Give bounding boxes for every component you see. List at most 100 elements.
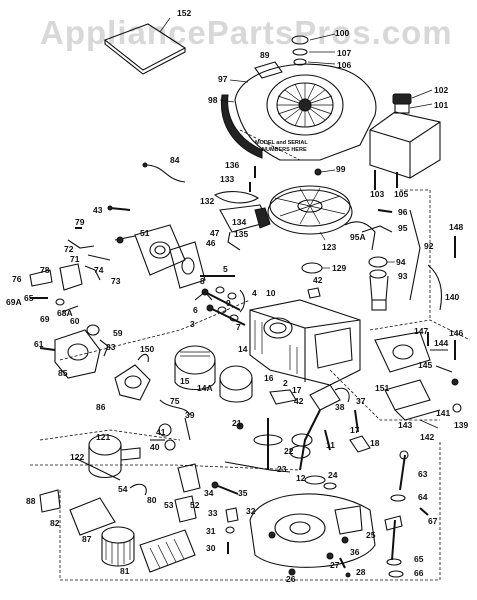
callout: 24 bbox=[328, 470, 338, 480]
callout: 14 bbox=[238, 344, 248, 354]
callout: 146 bbox=[449, 328, 463, 338]
callout: 17 bbox=[350, 425, 360, 435]
callout: 134 bbox=[232, 217, 246, 227]
callout: 15 bbox=[180, 376, 190, 386]
callout: 96 bbox=[398, 207, 408, 217]
callout: 89 bbox=[260, 50, 270, 60]
sump-oil-pan-25 bbox=[249, 493, 376, 568]
callout: 60 bbox=[70, 316, 80, 326]
seal-24 bbox=[323, 482, 337, 490]
callout: 10 bbox=[266, 288, 276, 298]
callout: 99 bbox=[336, 164, 346, 174]
callout: 103 bbox=[370, 189, 384, 199]
callout: 53 bbox=[164, 500, 174, 510]
callout: 41 bbox=[156, 427, 166, 437]
callout: 75 bbox=[170, 396, 180, 406]
callout: 43 bbox=[93, 205, 103, 215]
callout: 81 bbox=[120, 566, 130, 576]
fasteners-103-105 bbox=[374, 170, 398, 190]
callout: 28 bbox=[356, 567, 366, 577]
governor-linkage-39-41 bbox=[150, 399, 191, 451]
callout: 25 bbox=[366, 530, 376, 540]
callout: 72 bbox=[64, 244, 74, 254]
callout: 2 bbox=[283, 378, 288, 388]
callout: 54 bbox=[118, 484, 128, 494]
callout: 65 bbox=[414, 554, 424, 564]
key-42 bbox=[307, 287, 321, 299]
callout: 87 bbox=[82, 534, 92, 544]
callout: 61 bbox=[34, 339, 44, 349]
callout: 85 bbox=[58, 368, 68, 378]
ignition-assembly-132 bbox=[213, 166, 271, 251]
callout: 33 bbox=[208, 508, 218, 518]
callout: 59 bbox=[113, 328, 123, 338]
crankshaft-38 bbox=[269, 384, 341, 471]
dipstick-63 bbox=[390, 450, 409, 502]
callout: 11 bbox=[326, 440, 335, 450]
callout: 83 bbox=[106, 342, 116, 352]
callout: 32 bbox=[246, 506, 256, 516]
callout: 63 bbox=[418, 469, 428, 479]
choke-linkage-95 bbox=[344, 209, 393, 251]
blower-housing-98 bbox=[219, 63, 377, 161]
callout: 4 bbox=[252, 288, 257, 298]
callout: 31 bbox=[206, 526, 216, 536]
callout: 135 bbox=[234, 229, 248, 239]
spring-140 bbox=[427, 264, 443, 311]
callout: 76 bbox=[12, 274, 22, 284]
oil-fill-tube-65 bbox=[384, 507, 429, 578]
callout: 23 bbox=[277, 464, 287, 474]
callout: 150 bbox=[140, 344, 154, 354]
model-serial-note: MODEL and SERIAL NUMBERS HERE bbox=[255, 140, 308, 153]
callout: 66 bbox=[414, 568, 424, 578]
callout: 30 bbox=[206, 543, 216, 553]
callout: 141 bbox=[436, 408, 450, 418]
callout: 37 bbox=[356, 396, 366, 406]
callout: 86 bbox=[96, 402, 106, 412]
part-callouts: 152 100 107 106 89 97 98 102 101 84 136 … bbox=[6, 8, 468, 584]
callout: 100 bbox=[335, 28, 349, 38]
callout: 95A bbox=[350, 232, 366, 242]
callout: 69A bbox=[6, 297, 22, 307]
callout: 88 bbox=[26, 496, 36, 506]
callout: 27 bbox=[330, 560, 340, 570]
callout: 82 bbox=[50, 518, 60, 528]
callout: 39 bbox=[185, 410, 195, 420]
fuel-tank-101 bbox=[369, 89, 441, 179]
callout: 38 bbox=[335, 402, 345, 412]
spacers-94-93 bbox=[368, 256, 395, 311]
tappet-parts-11-18 bbox=[324, 409, 371, 453]
camshaft-22 bbox=[224, 418, 291, 473]
callout: 78 bbox=[40, 265, 50, 275]
callout: 5 bbox=[223, 264, 228, 274]
piston-assembly-14-16 bbox=[174, 345, 253, 403]
callout: 80 bbox=[147, 495, 157, 505]
callout: 97 bbox=[218, 74, 228, 84]
callout: 144 bbox=[434, 338, 448, 348]
throttle-linkage-71-79 bbox=[67, 227, 111, 281]
flywheel-123 bbox=[267, 185, 353, 241]
callout: 145 bbox=[418, 360, 432, 370]
callout: 71 bbox=[70, 254, 80, 264]
air-cleaner-parts-54-122 bbox=[74, 457, 147, 496]
air-cleaner-elbow-86 bbox=[114, 353, 151, 401]
callout: 17 bbox=[292, 385, 302, 395]
callout: 36 bbox=[350, 547, 360, 557]
callout: 152 bbox=[177, 8, 191, 18]
callout: 84 bbox=[170, 155, 180, 165]
callout: 7 bbox=[236, 322, 241, 332]
callout: 136 bbox=[225, 160, 239, 170]
callout: 6 bbox=[193, 305, 198, 315]
callout: 65 bbox=[24, 293, 34, 303]
callout: 139 bbox=[454, 420, 468, 430]
callout: 106 bbox=[337, 60, 351, 70]
callout: 73 bbox=[111, 276, 121, 286]
callout: 34 bbox=[204, 488, 214, 498]
gear-12 bbox=[304, 475, 326, 485]
callout: 147 bbox=[414, 326, 428, 336]
callout: 142 bbox=[420, 432, 434, 442]
seal-129 bbox=[301, 262, 330, 274]
brake-parts-139-151 bbox=[384, 379, 462, 429]
